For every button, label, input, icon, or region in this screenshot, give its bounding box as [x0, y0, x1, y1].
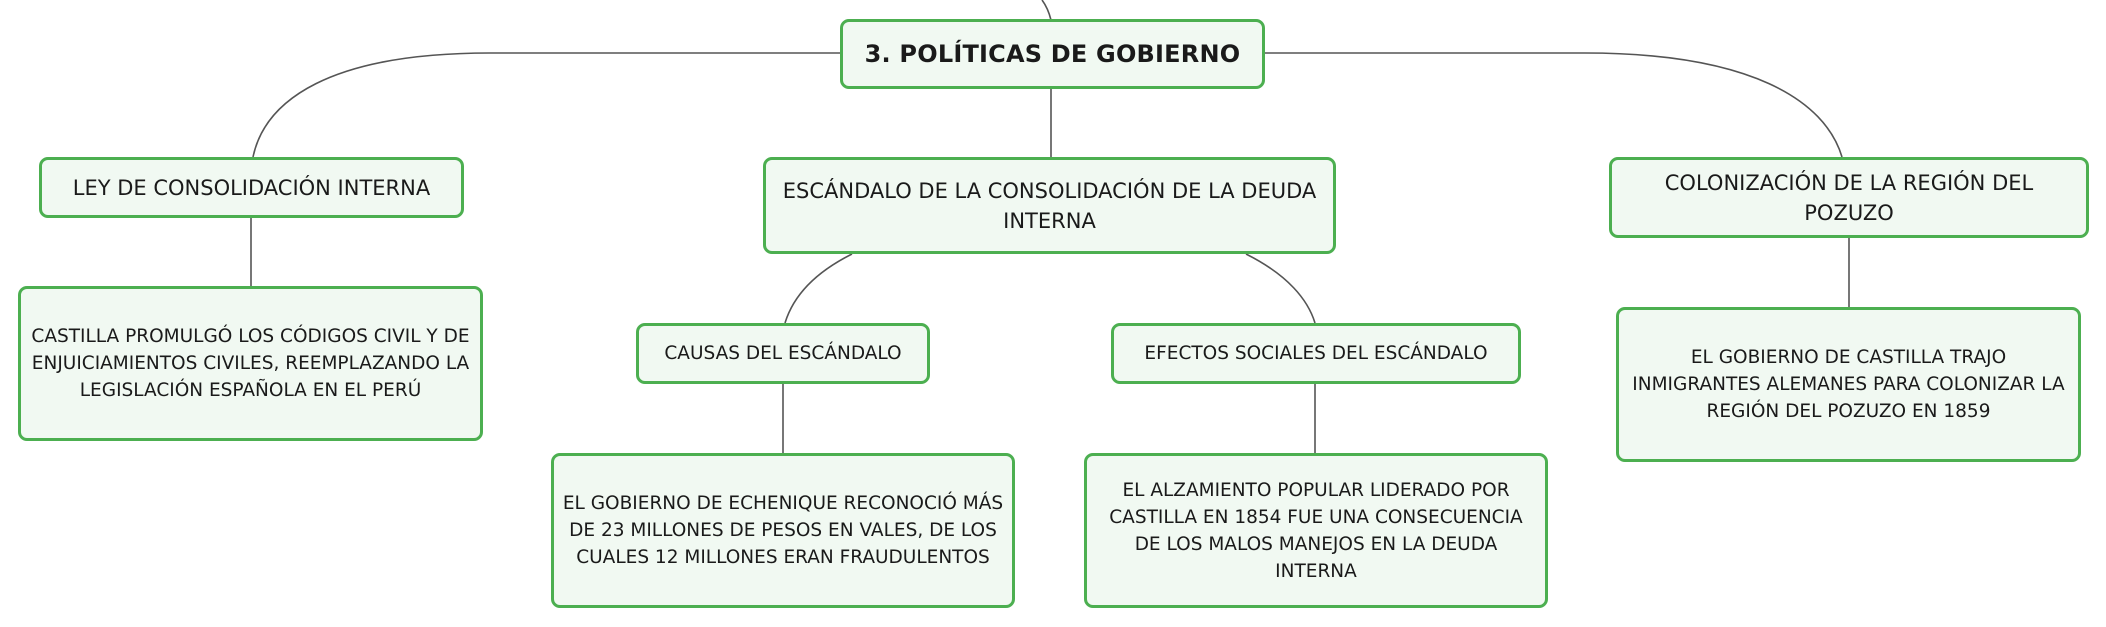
subtopic-efectos-sociales-label: EFECTOS SOCIALES DEL ESCÁNDALO — [1144, 343, 1488, 364]
topic-escandalo-deuda[interactable]: ESCÁNDALO DE LA CONSOLIDACIÓN DE LA DEUD… — [763, 157, 1336, 254]
root-topic-label: 3. POLÍTICAS DE GOBIERNO — [864, 40, 1241, 68]
connector-root-to-colonizacion — [1265, 52, 1843, 158]
subtopic-causas-escandalo-label: CAUSAS DEL ESCÁNDALO — [664, 343, 902, 364]
connector-root-to-ley — [252, 52, 840, 158]
connector-escandalo-to-efectos — [1245, 253, 1316, 324]
topic-colonizacion-pozuzo[interactable]: COLONIZACIÓN DE LA REGIÓN DEL POZUZO — [1609, 157, 2089, 238]
topic-colonizacion-pozuzo-label: COLONIZACIÓN DE LA REGIÓN DEL POZUZO — [1664, 170, 2034, 225]
root-topic[interactable]: 3. POLÍTICAS DE GOBIERNO — [840, 19, 1265, 89]
topic-ley-consolidacion-label: LEY DE CONSOLIDACIÓN INTERNA — [72, 175, 431, 200]
subtopic-efectos-sociales[interactable]: EFECTOS SOCIALES DEL ESCÁNDALO — [1111, 323, 1521, 384]
detail-inmigrantes-alemanes-text: EL GOBIERNO DE CASTILLA TRAJO INMIGRANTE… — [1632, 347, 2065, 422]
detail-alzamiento-popular[interactable]: EL ALZAMIENTO POPULAR LIDERADO POR CASTI… — [1084, 453, 1548, 608]
detail-inmigrantes-alemanes[interactable]: EL GOBIERNO DE CASTILLA TRAJO INMIGRANTE… — [1616, 307, 2081, 462]
detail-codigos-civiles[interactable]: CASTILLA PROMULGÓ LOS CÓDIGOS CIVIL Y DE… — [18, 286, 483, 441]
connector-to-parent-topic — [1041, 0, 1052, 21]
subtopic-causas-escandalo[interactable]: CAUSAS DEL ESCÁNDALO — [636, 323, 930, 384]
topic-ley-consolidacion[interactable]: LEY DE CONSOLIDACIÓN INTERNA — [39, 157, 464, 218]
detail-echenique-vales-text: EL GOBIERNO DE ECHENIQUE RECONOCIÓ MÁS D… — [562, 493, 1004, 568]
detail-echenique-vales[interactable]: EL GOBIERNO DE ECHENIQUE RECONOCIÓ MÁS D… — [551, 453, 1015, 608]
detail-codigos-civiles-text: CASTILLA PROMULGÓ LOS CÓDIGOS CIVIL Y DE… — [31, 326, 470, 401]
detail-alzamiento-popular-text: EL ALZAMIENTO POPULAR LIDERADO POR CASTI… — [1109, 479, 1523, 582]
connector-escandalo-to-causas — [784, 253, 853, 324]
topic-escandalo-deuda-label: ESCÁNDALO DE LA CONSOLIDACIÓN DE LA DEUD… — [782, 178, 1317, 233]
